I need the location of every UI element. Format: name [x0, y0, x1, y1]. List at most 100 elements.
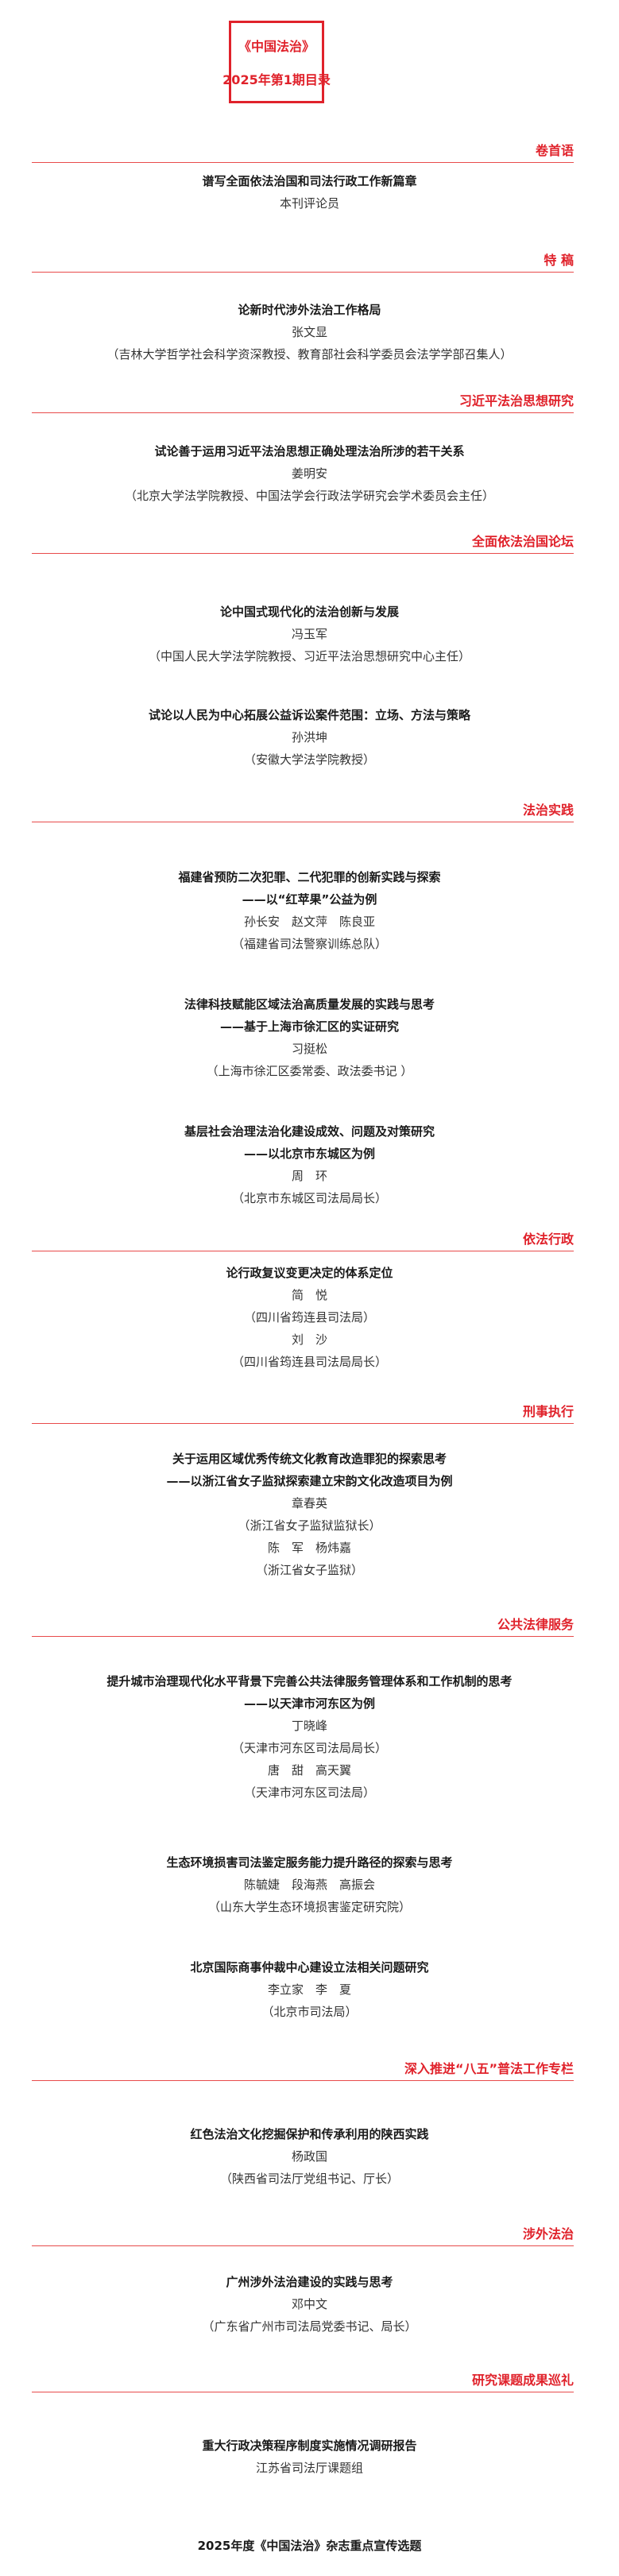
author-affiliation: （北京市司法局） [261, 2005, 358, 2019]
author-affiliation: （陕西省司法厅党组书记、厅长） [219, 2172, 399, 2186]
article-author: 孙长安 赵文萍 陈良亚 [243, 915, 375, 929]
section-header: 刑事执行 [32, 1399, 574, 1424]
section-header: 全面依法治国论坛 [32, 529, 574, 554]
article-title: 试论善于运用习近平法治思想正确处理法治所涉的若干关系 [154, 444, 465, 458]
article-title: 论中国式现代化的法治创新与发展 [219, 605, 399, 619]
section-title: 习近平法治思想研究 [458, 393, 574, 408]
article-author: 杨政国 [291, 2149, 327, 2164]
article-author: 陈毓婕 段海燕 高振会 [243, 1878, 375, 1892]
author-affiliation: （上海市徐汇区委常委、政法委书记 ） [206, 1064, 413, 1078]
issue-title: 2025年第1期目录 [222, 72, 331, 87]
article-entry[interactable]: 重大行政决策程序制度实施情况调研报告 江苏省司法厅课题组 [0, 2435, 619, 2479]
section-header: 卷首语 [32, 138, 574, 163]
article-title: 红色法治文化挖掘保护和传承利用的陕西实践 [190, 2127, 429, 2141]
article-author: 邓中文 [291, 2297, 327, 2311]
article-author: 本刊评论员 [279, 196, 339, 211]
article-author: 习挺松 [291, 1042, 327, 1056]
author-affiliation: （福建省司法警察训练总队） [231, 937, 387, 951]
article-title: 基层社会治理法治化建设成效、问题及对策研究 [184, 1124, 435, 1139]
article-entry[interactable]: 论新时代涉外法治工作格局 张文显 （吉林大学哲学社会科学资深教授、教育部社会科学… [0, 299, 619, 366]
article-entry[interactable]: 广州涉外法治建设的实践与思考 邓中文 （广东省广州市司法局党委书记、局长） [0, 2271, 619, 2338]
article-author: 孙洪坤 [291, 730, 327, 745]
article-author: 周 环 [291, 1169, 327, 1183]
article-entry[interactable]: 试论以人民为中心拓展公益诉讼案件范围：立场、方法与策略 孙洪坤 （安徽大学法学院… [0, 704, 619, 771]
article-author: 陈 军 杨炜嘉 [267, 1541, 351, 1555]
section-title: 依法行政 [522, 1232, 574, 1247]
article-author: 冯玉军 [291, 627, 327, 641]
article-entry[interactable]: 提升城市治理现代化水平背景下完善公共法律服务管理体系和工作机制的思考 ——以天津… [0, 1670, 619, 1804]
article-entry[interactable]: 基层社会治理法治化建设成效、问题及对策研究 ——以北京市东城区为例 周 环 （北… [0, 1120, 619, 1209]
section-header: 涉外法治 [32, 2222, 574, 2246]
article-author: 刘 沙 [291, 1332, 327, 1347]
author-affiliation: （天津市河东区司法局） [243, 1785, 375, 1800]
article-title: 关于运用区域优秀传统文化教育改造罪犯的探索思考 [172, 1452, 447, 1466]
section-title: 深入推进“八五”普法工作专栏 [404, 2061, 574, 2076]
author-affiliation: （北京大学法学院教授、中国法学会行政法学研究会学术委员会主任） [124, 489, 494, 503]
author-affiliation: （安徽大学法学院教授） [243, 752, 375, 767]
author-affiliation: （浙江省女子监狱） [255, 1563, 363, 1577]
article-entry[interactable]: 北京国际商事仲裁中心建设立法相关问题研究 李立家 李 夏 （北京市司法局） [0, 1956, 619, 2023]
section-title: 卷首语 [535, 143, 574, 158]
article-entry[interactable]: 试论善于运用习近平法治思想正确处理法治所涉的若干关系 姜明安 （北京大学法学院教… [0, 440, 619, 507]
article-author: 姜明安 [291, 466, 327, 481]
author-affiliation: （广东省广州市司法局党委书记、局长） [202, 2319, 417, 2334]
article-entry[interactable]: 红色法治文化挖掘保护和传承利用的陕西实践 杨政国 （陕西省司法厅党组书记、厅长） [0, 2123, 619, 2190]
article-title: 2025年度《中国法治》杂志重点宣传选题 [197, 2539, 422, 2553]
author-affiliation: （北京市东城区司法局局长） [231, 1191, 387, 1205]
author-affiliation: （四川省筠连县司法局） [243, 1310, 375, 1325]
article-entry[interactable]: 2025年度《中国法治》杂志重点宣传选题 [0, 2535, 619, 2557]
article-entry[interactable]: 生态环境损害司法鉴定服务能力提升路径的探索与思考 陈毓婕 段海燕 高振会 （山东… [0, 1851, 619, 1918]
article-title: 法律科技赋能区域法治高质量发展的实践与思考 [184, 997, 435, 1011]
section-title: 研究课题成果巡礼 [471, 2373, 574, 2388]
author-affiliation: （四川省筠连县司法局局长） [231, 1355, 387, 1369]
section-header: 公共法律服务 [32, 1612, 574, 1637]
section-title: 涉外法治 [522, 2226, 574, 2241]
section-title: 法治实践 [522, 803, 574, 818]
article-title: 论行政复议变更决定的体系定位 [226, 1266, 393, 1280]
article-entry[interactable]: 法律科技赋能区域法治高质量发展的实践与思考 ——基于上海市徐汇区的实证研究 习挺… [0, 993, 619, 1082]
section-title: 刑事执行 [522, 1404, 574, 1419]
article-title: 重大行政决策程序制度实施情况调研报告 [202, 2439, 417, 2453]
article-subtitle: ——以“红苹果”公益为例 [242, 892, 377, 907]
article-title: 谱写全面依法治国和司法行政工作新篇章 [202, 174, 417, 188]
article-author: 江苏省司法厅课题组 [255, 2461, 363, 2475]
article-entry[interactable]: 谱写全面依法治国和司法行政工作新篇章 本刊评论员 [0, 170, 619, 215]
article-title: 福建省预防二次犯罪、二代犯罪的创新实践与探索 [178, 870, 441, 884]
article-title: 论新时代涉外法治工作格局 [238, 303, 381, 317]
journal-name: 《中国法治》 [238, 39, 315, 54]
article-author: 张文显 [291, 325, 327, 339]
author-affiliation: （天津市河东区司法局局长） [231, 1741, 387, 1755]
section-header: 依法行政 [32, 1227, 574, 1251]
article-subtitle: ——以北京市东城区为例 [243, 1147, 375, 1161]
article-title: 生态环境损害司法鉴定服务能力提升路径的探索与思考 [166, 1855, 453, 1870]
section-header: 特 稿 [32, 248, 574, 273]
article-author: 丁晓峰 [291, 1719, 327, 1733]
article-title: 提升城市治理现代化水平背景下完善公共法律服务管理体系和工作机制的思考 [106, 1674, 513, 1688]
section-header: 法治实践 [32, 798, 574, 822]
article-subtitle: ——基于上海市徐汇区的实证研究 [219, 1019, 399, 1034]
article-entry[interactable]: 福建省预防二次犯罪、二代犯罪的创新实践与探索 ——以“红苹果”公益为例 孙长安 … [0, 866, 619, 955]
article-entry[interactable]: 论行政复议变更决定的体系定位 简 悦 （四川省筠连县司法局） 刘 沙 （四川省筠… [0, 1262, 619, 1373]
section-header: 习近平法治思想研究 [32, 389, 574, 413]
section-title: 特 稿 [544, 253, 574, 268]
author-affiliation: （山东大学生态环境损害鉴定研究院） [207, 1900, 411, 1914]
section-title: 全面依法治国论坛 [471, 534, 574, 549]
issue-title-box: 《中国法治》 2025年第1期目录 [222, 21, 331, 103]
section-title: 公共法律服务 [497, 1617, 574, 1632]
author-affiliation: （吉林大学哲学社会科学资深教授、教育部社会科学委员会法学学部召集人） [106, 347, 513, 362]
article-author: 简 悦 [291, 1288, 327, 1302]
author-affiliation: （中国人民大学法学院教授、习近平法治思想研究中心主任） [148, 649, 470, 663]
article-title: 广州涉外法治建设的实践与思考 [226, 2275, 393, 2289]
article-title: 北京国际商事仲裁中心建设立法相关问题研究 [190, 1960, 429, 1975]
article-subtitle: ——以浙江省女子监狱探索建立宋韵文化改造项目为例 [166, 1474, 453, 1488]
section-header: 深入推进“八五”普法工作专栏 [32, 2056, 574, 2081]
article-author: 章春英 [291, 1496, 327, 1510]
article-entry[interactable]: 论中国式现代化的法治创新与发展 冯玉军 （中国人民大学法学院教授、习近平法治思想… [0, 601, 619, 667]
section-header: 研究课题成果巡礼 [32, 2368, 574, 2392]
article-entry[interactable]: 关于运用区域优秀传统文化教育改造罪犯的探索思考 ——以浙江省女子监狱探索建立宋韵… [0, 1448, 619, 1581]
article-title: 试论以人民为中心拓展公益诉讼案件范围：立场、方法与策略 [148, 708, 470, 722]
article-author: 唐 甜 高天翼 [267, 1763, 351, 1777]
article-author: 李立家 李 夏 [267, 1982, 351, 1997]
article-subtitle: ——以天津市河东区为例 [243, 1696, 375, 1711]
author-affiliation: （浙江省女子监狱监狱长） [238, 1518, 381, 1533]
